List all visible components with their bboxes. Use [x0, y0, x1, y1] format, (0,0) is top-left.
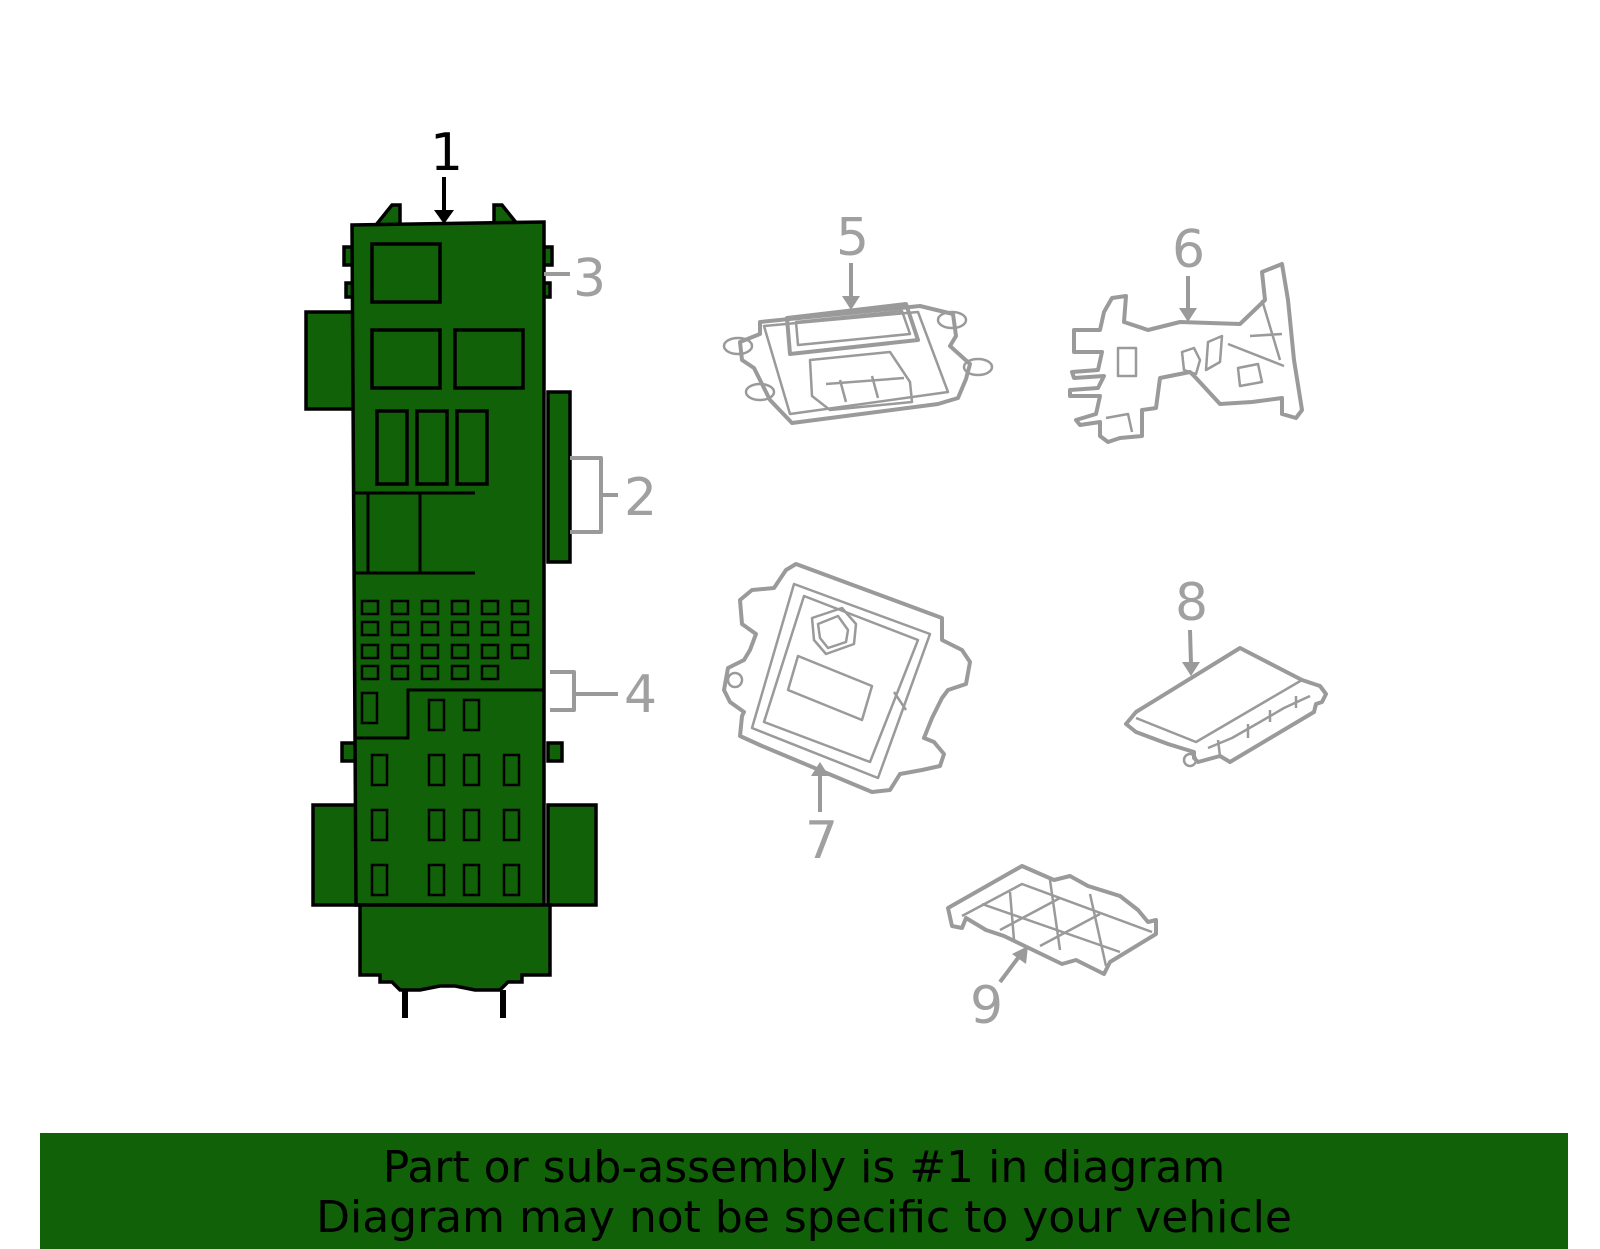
- callout-9-arrowhead: [1012, 946, 1028, 964]
- callout-7: 7: [805, 811, 838, 871]
- callout-9-arrow: [998, 956, 1020, 984]
- callout-4: 4: [624, 665, 657, 725]
- part-1-junction-box[interactable]: [304, 203, 598, 1018]
- callout-7-arrowhead: [811, 762, 829, 776]
- callout-2: 2: [624, 468, 657, 528]
- part-9-tray[interactable]: [946, 864, 1158, 976]
- callout-5: 5: [836, 208, 869, 268]
- callout-1: 1: [430, 123, 463, 183]
- callout-2-bracket: [570, 456, 618, 534]
- callout-9: 9: [970, 976, 1003, 1036]
- callout-8-arrowhead: [1182, 662, 1200, 676]
- mini-fuse-grid: [360, 599, 530, 681]
- part-8-electronic-module[interactable]: [1124, 646, 1328, 768]
- banner-line-1: Part or sub-assembly is #1 in diagram: [382, 1142, 1226, 1193]
- callout-5-arrowhead: [842, 296, 860, 310]
- callout-1-arrowhead: [434, 210, 454, 224]
- callout-8-arrow: [1188, 629, 1193, 665]
- part-5-control-module[interactable]: [722, 302, 994, 425]
- info-banner: Part or sub-assembly is #1 in diagram Di…: [40, 1133, 1568, 1249]
- callout-6-arrowhead: [1179, 308, 1197, 322]
- callout-8: 8: [1175, 573, 1208, 633]
- callout-6: 6: [1172, 220, 1205, 280]
- banner-line-2: Diagram may not be specific to your vehi…: [316, 1192, 1292, 1243]
- callout-3: 3: [573, 249, 606, 309]
- fuse-slots: [360, 691, 521, 897]
- part-7-cover[interactable]: [722, 562, 972, 794]
- part-6-bracket[interactable]: [1068, 262, 1304, 444]
- callout-4-bracket: [550, 670, 618, 712]
